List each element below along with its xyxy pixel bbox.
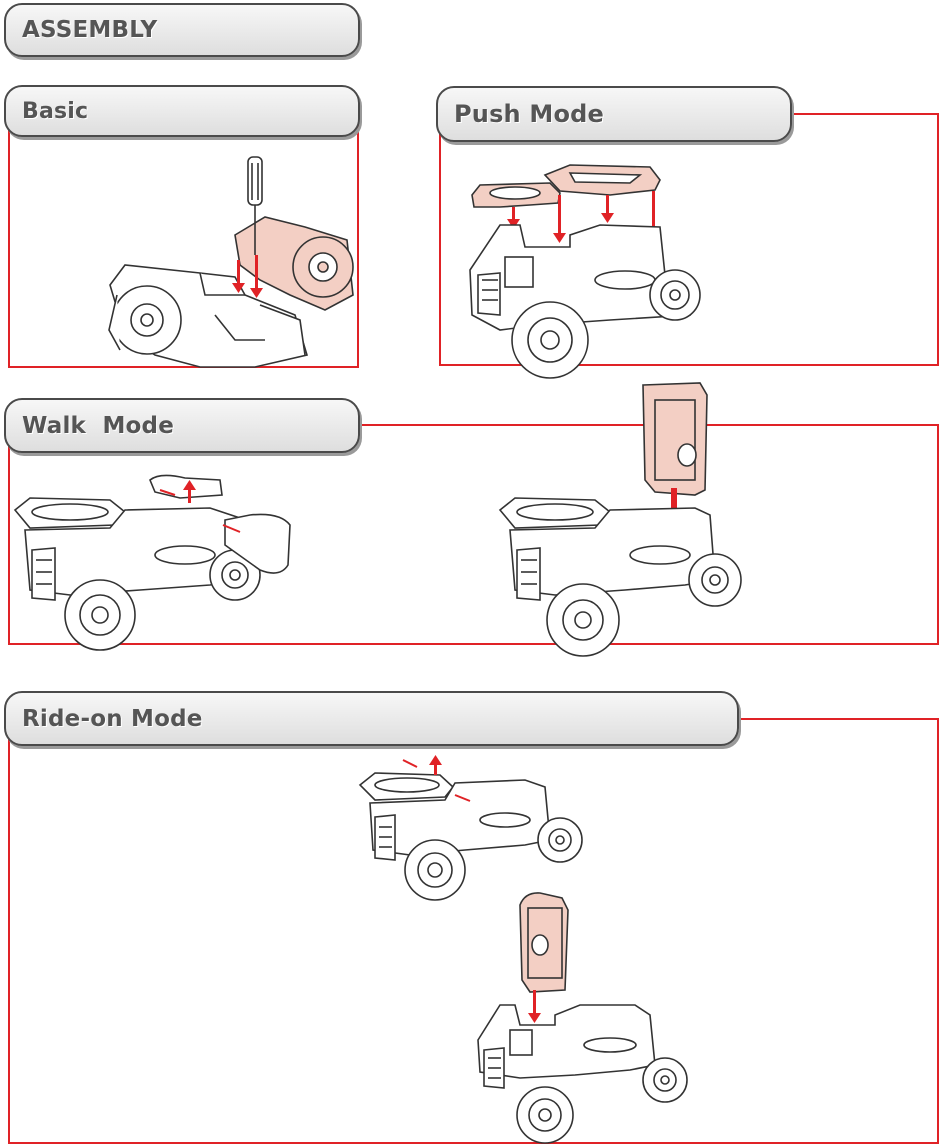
- up-arrow-icon: [429, 755, 442, 775]
- walk-section-heading: Walk Mode: [4, 398, 360, 453]
- tractor-illustration: [478, 1005, 687, 1143]
- assembly-title-pill: ASSEMBLY: [4, 3, 360, 57]
- ride-section-heading: Ride-on Mode: [4, 691, 739, 746]
- basic-section-heading: Basic: [4, 85, 360, 137]
- ride-mode-step2-illustration: [470, 890, 695, 1145]
- tractor-illustration: [360, 773, 582, 900]
- motor-part-illustration: [235, 217, 353, 310]
- ride-mode-step1-illustration: [355, 755, 595, 905]
- basic-title: Basic: [22, 99, 88, 124]
- seat-part-illustration: [545, 165, 660, 195]
- tractor-illustration: [15, 498, 260, 650]
- tractor-illustration: [500, 498, 741, 656]
- backrest-panel-illustration: [520, 893, 568, 992]
- ride-title: Ride-on Mode: [22, 706, 203, 732]
- walk-title: Walk Mode: [22, 413, 174, 439]
- down-arrow-icon: [528, 990, 541, 1023]
- walk-mode-step2-illustration: [495, 380, 755, 662]
- push-mode-illustration: [460, 155, 710, 380]
- handle-part-illustration: [472, 183, 560, 207]
- backrest-panel-illustration: [643, 383, 707, 495]
- walk-mode-step1-illustration: [10, 470, 295, 655]
- push-section-heading: Push Mode: [436, 86, 792, 142]
- tractor-illustration: [470, 225, 700, 378]
- assembly-title: ASSEMBLY: [22, 17, 157, 43]
- basic-assembly-illustration: [95, 155, 360, 367]
- push-title: Push Mode: [454, 100, 604, 128]
